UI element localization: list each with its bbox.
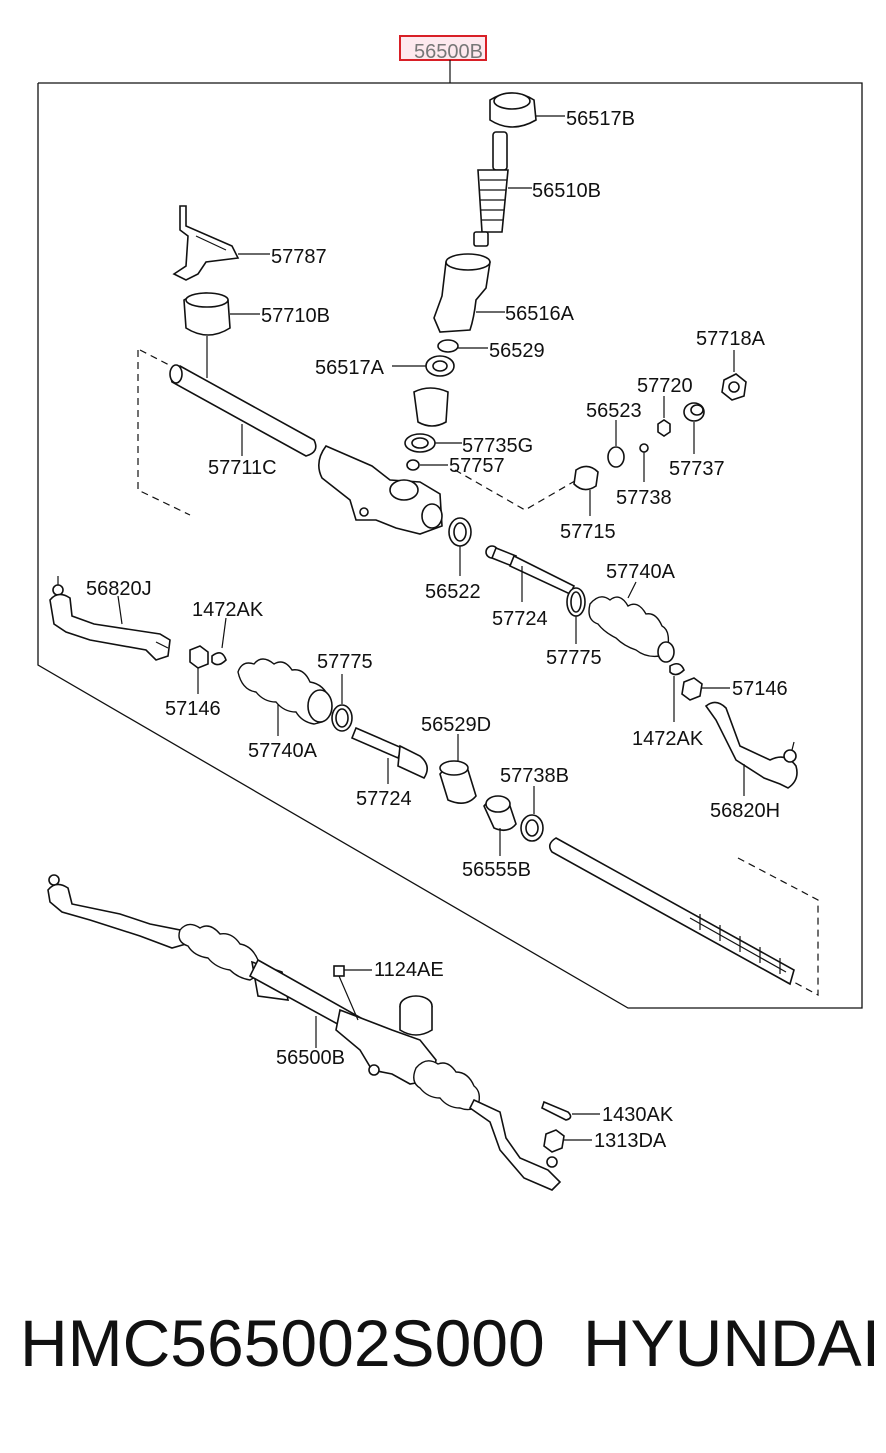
part-57146-left[interactable]	[189, 645, 209, 669]
part-57757[interactable]	[406, 459, 420, 471]
label-56529[interactable]: 56529	[489, 340, 545, 362]
label-56820H[interactable]: 56820H	[710, 800, 780, 822]
part-56523[interactable]	[607, 446, 625, 468]
label-56529D[interactable]: 56529D	[421, 714, 491, 736]
part-57724-upper[interactable]	[485, 545, 576, 596]
header-part-callout[interactable]: 56500B	[399, 35, 487, 63]
label-57738B[interactable]: 57738B	[500, 765, 569, 787]
label-56555B[interactable]: 56555B	[462, 859, 531, 881]
part-57787[interactable]	[172, 205, 240, 281]
steering-gear-assembly[interactable]	[47, 874, 562, 1191]
label-1472AK-left[interactable]: 1472AK	[192, 599, 264, 621]
label-57757[interactable]: 57757	[449, 455, 505, 477]
header-part-label[interactable]: 56500B	[414, 41, 483, 63]
part-1472AK-right[interactable]	[669, 662, 685, 676]
part-57738[interactable]	[639, 443, 649, 453]
part-56522[interactable]	[448, 517, 472, 547]
steering-gear-exploded-diagram: 56500B	[37, 35, 863, 1191]
assembly-frame	[37, 82, 863, 1009]
label-57710B[interactable]: 57710B	[261, 305, 330, 327]
label-57740A-left[interactable]: 57740A	[248, 740, 318, 762]
part-57710B[interactable]	[183, 292, 231, 336]
label-1472AK-right[interactable]: 1472AK	[632, 728, 704, 750]
label-1313DA[interactable]: 1313DA	[594, 1130, 667, 1152]
label-56522[interactable]: 56522	[425, 581, 481, 603]
label-57146-left[interactable]: 57146	[165, 698, 221, 720]
label-57724-upper[interactable]: 57724	[492, 608, 548, 630]
part-57737[interactable]	[683, 402, 705, 422]
part-57740A-right[interactable]	[588, 596, 675, 663]
part-1313DA[interactable]	[543, 1129, 565, 1153]
part-56516A[interactable]	[433, 253, 491, 333]
label-57724-lower[interactable]: 57724	[356, 788, 412, 810]
label-56523[interactable]: 56523	[586, 400, 642, 422]
part-57735G[interactable]	[404, 433, 436, 453]
part-56555B[interactable]	[483, 795, 517, 832]
label-57737[interactable]: 57737	[669, 458, 725, 480]
label-56516A[interactable]: 56516A	[505, 303, 575, 325]
label-56820J[interactable]: 56820J	[86, 578, 152, 600]
part-1430AK[interactable]	[541, 1100, 572, 1121]
part-57720[interactable]	[657, 419, 671, 437]
part-1472AK-left[interactable]	[211, 652, 227, 666]
part-57724-lower[interactable]	[350, 726, 428, 780]
part-number: HMC565002S000	[20, 1306, 545, 1380]
part-56517A[interactable]	[425, 355, 455, 377]
part-56529[interactable]	[437, 339, 459, 353]
label-57720[interactable]: 57720	[637, 375, 693, 397]
part-56510B[interactable]	[473, 131, 509, 247]
highlight-box	[399, 35, 487, 61]
footer: HMC565002S000 HYUNDAI	[0, 1305, 886, 1415]
part-56517B[interactable]	[489, 92, 537, 128]
part-57711C[interactable]	[169, 364, 317, 457]
label-56510B[interactable]: 56510B	[532, 180, 601, 202]
label-57775-right[interactable]: 57775	[546, 647, 602, 669]
label-57787[interactable]: 57787	[271, 246, 327, 268]
part-56820J[interactable]	[49, 576, 171, 661]
part-57715[interactable]	[573, 465, 599, 491]
label-57711C[interactable]: 57711C	[208, 457, 277, 479]
label-57718A[interactable]: 57718A	[696, 328, 766, 350]
part-sleeve	[413, 387, 449, 427]
label-57715[interactable]: 57715	[560, 521, 616, 543]
label-1430AK[interactable]: 1430AK	[602, 1104, 674, 1126]
label-56500B-lower[interactable]: 56500B	[276, 1047, 345, 1069]
label-57775-left[interactable]: 57775	[317, 651, 373, 673]
label-57735G[interactable]: 57735G	[462, 435, 533, 457]
part-rack-bar	[548, 837, 795, 986]
brand-name: HYUNDAI	[583, 1306, 881, 1380]
part-56820H[interactable]	[704, 701, 798, 789]
part-57740A-left[interactable]	[237, 658, 333, 725]
part-57146-right[interactable]	[681, 677, 703, 701]
part-56529D[interactable]	[439, 760, 477, 804]
label-57740A-right[interactable]: 57740A	[606, 561, 676, 583]
label-1124AE[interactable]: 1124AE	[374, 959, 444, 981]
part-57738B[interactable]	[520, 814, 544, 842]
part-57718A[interactable]	[721, 373, 747, 401]
part-1124AE[interactable]	[333, 965, 359, 1021]
label-56517A[interactable]: 56517A	[315, 357, 385, 379]
part-57775-left[interactable]	[331, 704, 353, 732]
label-57146-right[interactable]: 57146	[732, 678, 788, 700]
label-57738[interactable]: 57738	[616, 487, 672, 509]
part-57775-right[interactable]	[566, 587, 586, 617]
part-rack-housing	[318, 445, 443, 535]
label-56517B[interactable]: 56517B	[566, 108, 635, 130]
